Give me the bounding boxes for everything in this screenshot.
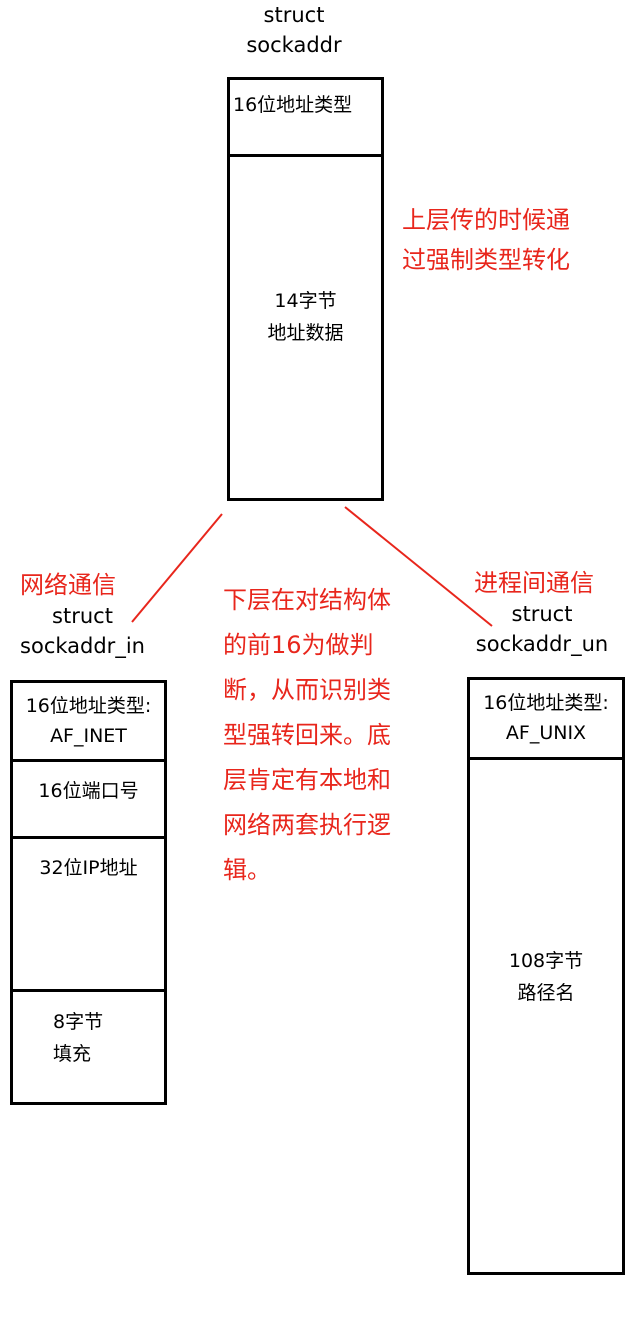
sockaddr-in-box: 16位地址类型: AF_INET 16位端口号 32位IP地址 8字节 填充 [10,680,167,1105]
sockaddr-un-title-line1: struct [511,602,573,626]
left-caption: 网络通信 [20,571,116,599]
sockaddr-title-line2: sockaddr [246,33,342,57]
sockaddr-un-title: struct sockaddr_un [462,599,622,659]
note-cast-down-line5: 层肯定有本地和 [223,766,391,794]
sockaddr-title: struct sockaddr [224,0,364,60]
sockaddr-un-family-line1: 16位地址类型: [483,692,609,714]
sockaddr-data-cell: 14字节 地址数据 [230,285,381,355]
connector-left [131,513,223,623]
sockaddr-un-box: 16位地址类型: AF_UNIX 108字节 路径名 [467,677,625,1275]
note-cast-up: 上层传的时候通 过强制类型转化 [402,200,632,280]
sockaddr-un-family-cell: 16位地址类型: AF_UNIX [470,680,622,760]
note-cast-down: 下层在对结构体 的前16为做判 断，从而识别类 型强转回来。底 层肯定有本地和 … [223,578,433,893]
sockaddr-un-title-line2: sockaddr_un [475,632,609,656]
note-cast-down-line1: 下层在对结构体 [223,586,391,614]
sockaddr-in-title-line1: struct [52,604,113,628]
sockaddr-un-path-cell: 108字节 路径名 [470,945,622,1015]
sockaddr-in-addr-label: 32位IP地址 [39,857,138,879]
sockaddr-un-path-line1: 108字节 [508,950,584,972]
sockaddr-in-family-line1: 16位地址类型: [25,695,152,717]
sockaddr-in-padding-line2: 填充 [53,1043,92,1065]
note-cast-down-line7: 辑。 [223,856,271,884]
note-cast-down-line3: 断，从而识别类 [223,676,391,704]
sockaddr-in-padding-line1: 8字节 [53,1011,104,1033]
sockaddr-in-title: struct sockaddr_in [0,601,165,661]
sockaddr-title-line1: struct [263,3,325,27]
sockaddr-data-line2: 地址数据 [267,322,344,344]
note-cast-up-line1: 上层传的时候通 [402,206,570,234]
sockaddr-in-family-cell: 16位地址类型: AF_INET [13,683,164,762]
sockaddr-in-title-line2: sockaddr_in [20,634,145,658]
right-caption: 进程间通信 [474,569,594,597]
note-cast-up-line2: 过强制类型转化 [402,246,570,274]
sockaddr-un-path-line2: 路径名 [517,982,575,1004]
sockaddr-family-label: 16位地址类型 [233,94,353,116]
note-cast-down-line4: 型强转回来。底 [223,721,391,749]
connector-right [344,506,493,627]
note-cast-down-line6: 网络两套执行逻 [223,811,391,839]
sockaddr-in-family-line2: AF_INET [50,725,127,747]
note-cast-down-line2: 的前16为做判 [223,631,374,659]
sockaddr-in-port-label: 16位端口号 [38,780,139,802]
sockaddr-un-family-line2: AF_UNIX [505,722,587,744]
sockaddr-box: 16位地址类型 14字节 地址数据 [227,77,384,501]
sockaddr-in-addr-cell: 32位IP地址 [13,839,164,992]
sockaddr-in-padding-cell: 8字节 填充 [13,992,164,1102]
sockaddr-family-cell: 16位地址类型 [230,80,381,157]
sockaddr-data-line1: 14字节 [274,290,337,312]
sockaddr-in-port-cell: 16位端口号 [13,762,164,839]
